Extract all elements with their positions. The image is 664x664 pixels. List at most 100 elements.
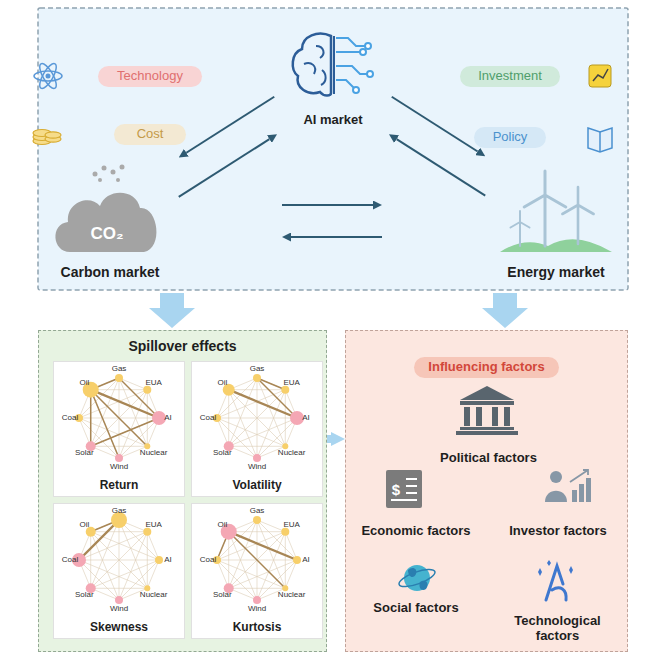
plot-panel: KurtosisGasEUAAINuclearWindSolarCoalOil [191,503,323,639]
receipt-icon [391,479,417,500]
smoke-dot [93,172,98,177]
relation-arrow [186,97,274,153]
investor-icon [586,478,591,502]
network-node [115,374,123,382]
market-label: Wind [110,463,128,471]
market-node-text: Carbon market [61,264,160,280]
network-graph [192,504,322,638]
investor-icon [572,490,577,502]
building-icon [504,407,510,426]
market-node: AI market [281,28,385,130]
coin-icon [33,134,51,141]
turbine-icon [524,171,566,246]
relation-arrow [397,139,486,195]
network-graph [192,362,322,496]
market-label: EUA [145,379,161,387]
atom-icon [37,61,60,90]
network-graph [54,362,184,496]
investor-icon [545,491,567,502]
plot-panel: SkewnessGasEUAAINuclearWindSolarCoalOil [53,503,185,639]
network-node [253,454,261,462]
network-node [253,516,261,524]
market-label: Gas [250,507,265,515]
network-node [115,596,123,604]
network-node [115,454,123,462]
relation-arrow [392,97,478,152]
network-link [90,390,92,447]
atom-icon [46,74,51,79]
network-link [91,418,159,446]
market-label: EUA [283,379,299,387]
factor-item-text: Investor factors [509,524,607,539]
factor-item-text: Social factors [373,601,458,616]
turbine-icon [511,211,530,246]
market-label: Nuclear [278,591,306,599]
market-label: Wind [248,463,266,471]
network-node [152,411,166,425]
market-label: Wind [248,605,266,613]
market-label: EUA [145,521,161,529]
plot-panel-text: Volatility [232,479,281,493]
factor-item: Social factors [351,556,481,618]
network-link [229,446,286,447]
network-link [229,389,286,390]
building-icon [476,407,482,426]
market-label: Oil [79,521,89,529]
receipt-icon [386,470,422,508]
top-panel [38,8,628,290]
market-label: Coal [62,556,78,564]
investor-icon [550,471,562,483]
market-node: Energy market [492,160,620,282]
relation-arrow [291,236,382,238]
panel: Spillover effectsReturnGasEUAAINuclearWi… [38,330,327,652]
factor-pill: Policy [474,127,546,148]
globe-icon [397,566,437,590]
market-label: Nuclear [278,449,306,457]
factor-pill-text: Policy [493,130,528,145]
chart-icon [589,65,611,87]
plot-panel-text: Return [100,479,139,493]
building-icon [456,431,518,435]
sparkle-icon [538,560,573,576]
plot-panel: VolatilityGasEUAAINuclearWindSolarCoalOi… [191,361,323,497]
panel-text: Spillover effects [128,338,236,354]
market-label: Oil [79,379,89,387]
brain-icon [304,46,326,85]
factor-pill-text: Cost [137,127,164,142]
factor-pill: Technology [98,66,202,87]
building-icon [464,407,470,426]
market-node: Carbon market [48,160,172,282]
network-link [90,390,91,447]
market-label: Nuclear [140,591,168,599]
relation-arrow [179,139,270,197]
network-link [91,446,148,447]
circuit-icon [365,43,371,49]
market-label: Solar [213,449,232,457]
relation-arrow [282,204,373,206]
network-node [253,596,261,604]
brain-icon [333,36,335,94]
factor-item-text: Economic factors [361,524,470,539]
circuit-icon [360,49,366,55]
network-link [91,588,148,589]
factor-item: Investor factors [489,471,627,541]
turbine-icon [562,187,593,244]
block-arrow [327,435,331,443]
market-label: EUA [283,521,299,529]
market-node-text: Energy market [507,264,604,280]
coin-icon [45,136,61,142]
factor-pill: Investment [460,66,560,87]
factor-item: Economic factors [351,471,481,541]
hill-shape [500,239,612,252]
tech-icon [546,566,566,600]
network-link [91,389,148,390]
coin-icon [33,138,51,145]
market-label: AI [302,556,310,564]
factor-item: Political factors [416,381,561,468]
investor-icon [570,470,588,482]
investor-icon [579,484,584,502]
market-label: Oil [217,379,227,387]
network-link [91,531,148,532]
network-link [229,532,286,589]
network-link [229,588,286,589]
